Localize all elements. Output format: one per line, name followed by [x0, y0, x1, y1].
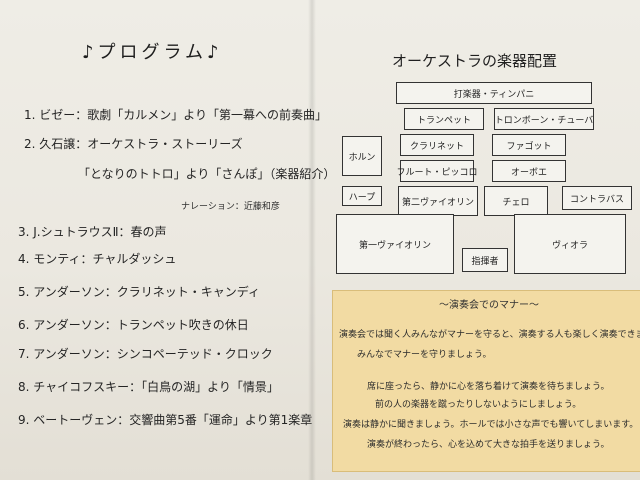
manners-rule-1: 席に座ったら、静かに心を落ち着けて演奏を待ちましょう。: [367, 382, 610, 392]
program-page: ♪プログラム♪ 1. ビゼー：歌劇「カルメン」より「第一幕への前奏曲」 2. 久…: [0, 0, 335, 480]
cello-box: チェロ: [484, 186, 548, 216]
program-item-2: 2. 久石譲：オーケストラ・ストーリーズ: [24, 137, 243, 151]
clarinet-box: クラリネット: [400, 134, 474, 156]
program-item-3: 3. J.シュトラウスⅡ：春の声: [18, 225, 167, 239]
harp-box: ハープ: [342, 186, 382, 206]
program-item-2-subtitle: 「となりのトトロ」より「さんぽ」（楽器紹介）: [78, 167, 336, 181]
contrabass-box: コントラバス: [562, 186, 632, 210]
manners-intro-1: 演奏会では聞く人みんながマナーを守ると、演奏する人も楽しく演奏できます。: [339, 330, 640, 340]
manners-rule-3: 演奏は静かに聞きましょう。ホールでは小さな声でも響いてしまいます。: [343, 420, 639, 430]
trumpet-box: トランペット: [404, 108, 484, 130]
manners-intro-2: みんなでマナーを守りましょう。: [357, 350, 492, 360]
program-item-6: 6. アンダーソン：トランペット吹きの休日: [18, 318, 249, 332]
program-item-5: 5. アンダーソン：クラリネット・キャンディ: [18, 285, 260, 299]
orchestra-layout-title: オーケストラの楽器配置: [392, 52, 558, 70]
manners-rule-4: 演奏が終わったら、心を込めて大きな拍手を送りましょう。: [367, 440, 610, 450]
flute-piccolo-box: フルート・ピッコロ: [397, 160, 478, 182]
program-item-1: 1. ビゼー：歌劇「カルメン」より「第一幕への前奏曲」: [24, 108, 328, 122]
second-violin-box: 第二ヴァイオリン: [398, 186, 478, 216]
trombone-tuba-box: トロンボーン・チューバ: [494, 108, 594, 130]
conductor-box: 指揮者: [462, 248, 508, 272]
horn-box: ホルン: [342, 136, 382, 176]
program-title: ♪プログラム♪: [82, 42, 223, 63]
program-item-8: 8. チャイコフスキー：「白鳥の湖」より「情景」: [18, 380, 279, 394]
program-item-7: 7. アンダーソン：シンコペーテッド・クロック: [18, 347, 273, 361]
narration-credit: ナレーション：近藤和彦: [181, 202, 280, 212]
bassoon-box: ファゴット: [492, 134, 566, 156]
program-item-4: 4. モンティ：チャルダッシュ: [18, 252, 177, 266]
manners-title: ～演奏会でのマナー～: [439, 300, 539, 311]
manners-rule-2: 前の人の楽器を蹴ったりしないようにしましょう。: [375, 400, 582, 410]
percussion-box: 打楽器・ティンパニ: [396, 82, 592, 104]
first-violin-box: 第一ヴァイオリン: [336, 214, 454, 274]
oboe-box: オーボエ: [492, 160, 566, 182]
orchestra-page: オーケストラの楽器配置 打楽器・ティンパニ トランペット トロンボーン・チューバ…: [312, 0, 640, 480]
concert-manners-panel: ～演奏会でのマナー～ 演奏会では聞く人みんながマナーを守ると、演奏する人も楽しく…: [332, 290, 640, 472]
page-fold: [308, 0, 316, 480]
viola-box: ヴィオラ: [514, 214, 626, 274]
program-item-9: 9. ベートーヴェン：交響曲第5番「運命」より第1楽章: [18, 413, 313, 427]
